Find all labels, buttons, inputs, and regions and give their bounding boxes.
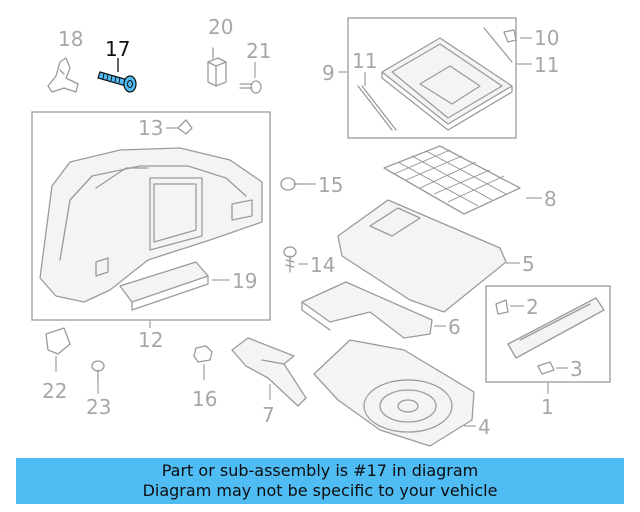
group-box-9: [347, 17, 517, 139]
part-22-bracket: [45, 327, 71, 355]
callout-2: 2: [526, 295, 539, 319]
callout-17: 17: [105, 37, 130, 61]
callout-3: 3: [570, 357, 583, 381]
group-box-12: [31, 111, 271, 321]
callout-10: 10: [534, 26, 559, 50]
part-15-push-clip: [280, 177, 305, 191]
part-2-clip: [495, 299, 509, 315]
callout-23: 23: [86, 395, 111, 419]
info-banner: Part or sub-assembly is #17 in diagram D…: [16, 458, 624, 504]
callout-9: 9: [322, 61, 335, 85]
part-19-panel: [119, 261, 209, 311]
callout-15: 15: [318, 173, 343, 197]
callout-4: 4: [478, 415, 491, 439]
callout-11a: 11: [352, 49, 377, 73]
callout-8: 8: [544, 187, 557, 211]
part-12-side-trim: [39, 147, 263, 303]
callout-12: 12: [138, 328, 163, 352]
callout-16: 16: [192, 387, 217, 411]
part-3-pad: [537, 361, 555, 375]
callout-22: 22: [42, 379, 67, 403]
callout-7: 7: [262, 403, 275, 427]
callout-14: 14: [310, 253, 335, 277]
part-6-support: [301, 281, 433, 339]
part-13-clip: [177, 119, 193, 135]
part-11-strap: [357, 85, 397, 131]
part-1-sill-plate: [507, 297, 605, 359]
banner-line-2: Diagram may not be specific to your vehi…: [142, 481, 498, 500]
part-23-screw: [91, 360, 105, 381]
callout-18: 18: [58, 27, 83, 51]
part-9-cargo-cover: [381, 37, 513, 131]
part-20-retainer: [207, 47, 227, 87]
part-10-hook: [483, 27, 517, 63]
callout-21: 21: [246, 39, 271, 63]
part-18-clip: [47, 57, 79, 93]
part-5-floor-board: [337, 199, 507, 313]
part-4-tire-well: [313, 339, 475, 447]
callout-6: 6: [448, 315, 461, 339]
part-8-cargo-net: [383, 145, 521, 215]
part-14-screw: [283, 246, 297, 273]
part-21-screw: [239, 80, 262, 94]
part-16-grommet: [193, 345, 213, 363]
part-7-bracket: [231, 337, 307, 407]
callout-13: 13: [138, 116, 163, 140]
callout-5: 5: [522, 252, 535, 276]
parts-diagram: 18 17 20 21 9 11 10 11: [31, 15, 611, 447]
banner-line-1: Part or sub-assembly is #17 in diagram: [161, 461, 479, 480]
part-17-bolt: [97, 71, 137, 93]
callout-20: 20: [208, 15, 233, 39]
callout-11b: 11: [534, 53, 559, 77]
callout-1: 1: [541, 395, 554, 419]
callout-19: 19: [232, 269, 257, 293]
